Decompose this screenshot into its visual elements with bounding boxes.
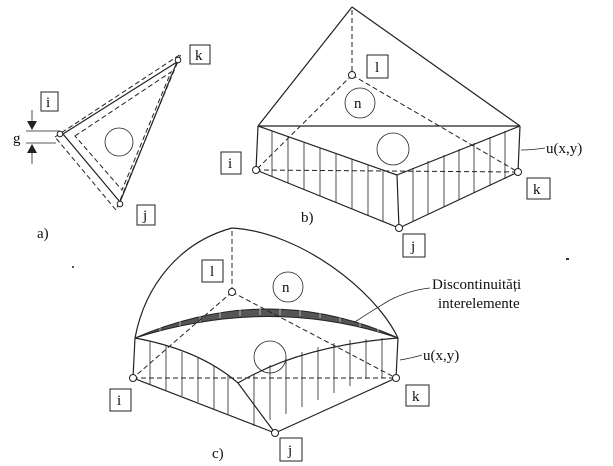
panel-a-label-j: j — [142, 208, 147, 224]
panel-c-saddle-right — [237, 337, 399, 384]
panel-c-dome-left — [134, 227, 233, 339]
panel-b-label-n: n — [354, 96, 362, 112]
panel-c-upper-circle — [272, 271, 304, 303]
panel-c-annotation-line1: Discontinuități — [432, 277, 521, 293]
panel-a-label-i: i — [46, 95, 50, 111]
panel-b-node-j — [395, 224, 403, 232]
panel-c-annotation-leader — [354, 287, 431, 323]
panel-b-ridge-right — [351, 6, 521, 127]
panel-c-base-front-right — [274, 377, 397, 434]
panel-b-label-k: k — [533, 182, 541, 198]
panel-b-node-i — [252, 166, 260, 174]
panel-c-function-leader — [399, 354, 423, 361]
panel-c-label-k: k — [412, 389, 420, 405]
panel-c-function-label: u(x,y) — [423, 348, 459, 364]
panel-b-label-j: j — [410, 239, 415, 255]
scan-speck — [566, 258, 569, 260]
panel-c-label-j: j — [287, 443, 292, 459]
panel-c-node-k — [392, 374, 400, 382]
panel-b-wall-corner-j — [396, 174, 400, 229]
panel-c-label-n: n — [282, 280, 290, 296]
panel-c-node-i — [129, 374, 137, 382]
panel-b-function-leader — [520, 147, 546, 151]
panel-a-node-i — [56, 130, 64, 138]
panel-c-annotation-line2: interelemente — [438, 296, 520, 312]
panel-c-label-box-j — [279, 437, 303, 462]
panel-b-upper-circle — [344, 87, 376, 119]
panel-c-base-dashed-l-i — [132, 291, 233, 379]
panel-c-wall-corner-j — [237, 382, 276, 434]
panel-b-label-box-i — [220, 151, 242, 175]
panel-c-caption: c) — [212, 446, 224, 462]
panel-c-discontinuity-band — [134, 308, 399, 339]
panel-b-wall-hatch — [271, 131, 506, 222]
panel-c-dome-right — [231, 227, 399, 339]
scan-speck — [72, 266, 74, 268]
panel-c-lower-circle — [253, 340, 287, 374]
panel-c: n l i k j Discontinuități interelemente … — [109, 227, 521, 462]
panel-c-label-box-i — [109, 388, 132, 412]
panel-b-label-l: l — [375, 60, 379, 76]
panel-b-caption: b) — [301, 210, 314, 226]
panel-a-outer-dashed-triangle — [54, 52, 183, 211]
panel-a-gap-arrowhead-bottom — [27, 144, 37, 153]
panel-b: n l i k j u(x,y) b) — [220, 6, 582, 258]
panel-b-label-i: i — [228, 156, 232, 172]
panel-b-base-front-right — [398, 171, 519, 229]
panel-b-top-right-front — [396, 125, 521, 176]
panel-b-base-front-left — [255, 169, 400, 229]
panel-b-ridge-left — [257, 6, 353, 127]
panel-c-base-front-left — [132, 377, 276, 434]
panel-a-node-j — [116, 200, 124, 208]
panel-c-label-l: l — [210, 264, 214, 280]
panel-c-base-dashed-l-k — [231, 291, 397, 379]
panel-b-label-box-j — [402, 233, 426, 258]
panel-b-node-l — [348, 71, 356, 79]
panel-b-wall-corner-i — [255, 125, 259, 171]
panel-b-wall-corner-k — [517, 125, 521, 173]
panel-c-label-i: i — [117, 393, 121, 409]
panel-c-wall-corner-i — [132, 337, 136, 379]
panel-a-label-box-j — [136, 204, 156, 226]
panel-a-caption: a) — [37, 226, 49, 242]
panel-b-lower-circle — [376, 132, 410, 166]
panel-b-node-k — [514, 168, 522, 176]
panel-c-label-box-l — [201, 259, 224, 283]
panel-c-wall-hatch — [149, 338, 383, 426]
panel-a-gap-label: g — [13, 131, 21, 147]
panel-c-saddle-left — [134, 337, 239, 384]
panel-b-function-label: u(x,y) — [546, 141, 582, 157]
panel-c-node-l — [228, 288, 236, 296]
panel-c-label-box-k — [405, 384, 430, 407]
panel-c-wall-corner-k — [395, 337, 399, 379]
panel-b-label-box-l — [366, 54, 389, 79]
panel-a: g i k j a) — [13, 44, 211, 242]
panel-a-node-k — [174, 56, 182, 64]
panel-b-label-box-k — [526, 177, 551, 200]
panel-c-node-j — [271, 429, 279, 437]
panel-a-inner-dashed-triangle — [74, 70, 173, 191]
panel-a-gap-arrowhead-top — [27, 121, 37, 130]
panel-b-base-dashed-l-k — [351, 74, 519, 173]
panel-a-element-triangle — [62, 60, 179, 204]
panel-a-label-box-k — [189, 44, 211, 65]
panel-a-label-k: k — [195, 48, 203, 64]
panel-c-discontinuity-hatch — [159, 302, 379, 332]
panel-b-top-left-front — [257, 125, 398, 176]
panel-a-label-box-i — [40, 91, 59, 112]
panel-a-element-circle — [104, 127, 134, 157]
